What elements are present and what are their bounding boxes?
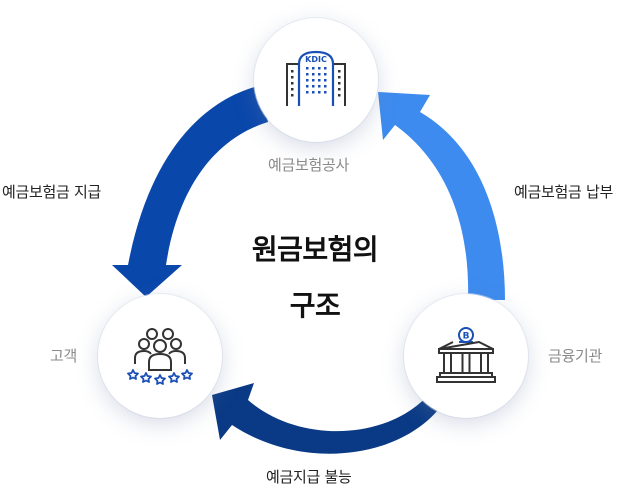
node-financial-institution: B [404,294,528,418]
node-customer [98,294,222,418]
arrow-label-insurance-payout: 예금보험금 지급 [2,183,101,201]
diagram-title-line1: 원금보험의 [251,233,379,266]
customers-stars-icon [127,328,193,385]
diagram-title: 원금보험의 구조 [215,222,415,334]
arrow-insurance-payout-shape [112,86,268,297]
arrow-label-premium-payment: 예금보험금 납부 [514,183,613,201]
arrow-premium-payment [378,92,505,300]
kdic-building-icon: KDIC [286,50,346,106]
arrow-label-deposit-default: 예금지급 불능 [266,468,352,486]
node-label-kdic: 예금보험공사 [268,156,350,174]
arrow-deposit-default [212,383,438,454]
node-label-customer: 고객 [50,347,78,365]
node-kdic: KDIC [254,18,378,142]
svg-text:KDIC: KDIC [305,55,327,64]
diagram-title-line2: 구조 [289,289,341,322]
bank-building-icon: B [436,327,496,383]
svg-text:B: B [463,332,470,342]
node-label-financial-institution: 금융기관 [548,347,603,365]
